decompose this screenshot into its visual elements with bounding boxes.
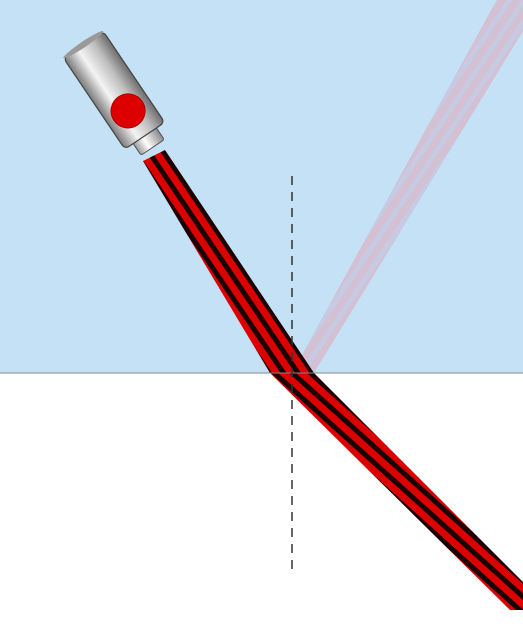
- laser-button[interactable]: [104, 87, 151, 134]
- reflected-beam: [292, 0, 523, 373]
- incident-beam: [143, 150, 314, 373]
- laser-top: [63, 30, 104, 59]
- laser-pointer-icon[interactable]: [62, 29, 173, 161]
- refracted-beam: [270, 373, 523, 610]
